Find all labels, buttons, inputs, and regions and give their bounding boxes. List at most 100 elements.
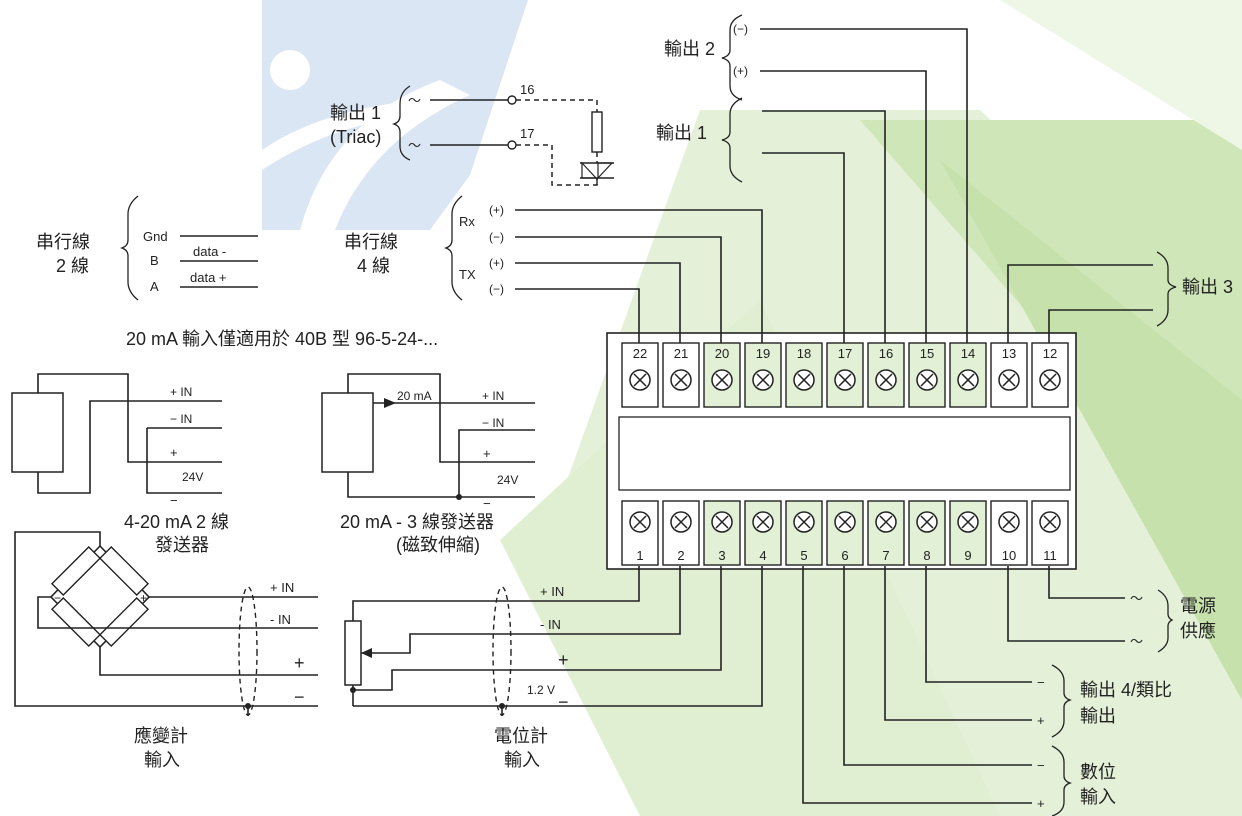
svg-text:−: − (1037, 758, 1045, 773)
output-3-label: 輸出 3 (1182, 277, 1233, 297)
note-20ma: 20 mA 輸入僅適用於 40B 型 96-5-24-... (126, 329, 438, 349)
terminal-number: 2 (677, 548, 684, 563)
output-2-plus: (+) (733, 64, 748, 78)
screw-icon (875, 511, 897, 533)
resistor-icon (591, 111, 603, 153)
terminal-21[interactable]: 21 (662, 342, 700, 408)
terminal-7[interactable]: 7 (867, 500, 905, 566)
terminal-13[interactable]: 13 (990, 342, 1028, 408)
t2-in-minus: − IN (170, 412, 192, 426)
terminal-19[interactable]: 19 (744, 342, 782, 408)
screw-icon (670, 511, 692, 533)
ac-symbol-icon: 〜 (408, 138, 421, 153)
triac-pin-16: 16 (520, 82, 534, 97)
output-2-minus: (−) (733, 22, 748, 36)
terminal-number: 20 (715, 346, 729, 361)
terminal-17[interactable]: 17 (826, 342, 864, 408)
terminal-number: 19 (756, 346, 770, 361)
ac-symbol-icon: 〜 (1130, 591, 1143, 606)
terminal-4[interactable]: 4 (744, 500, 782, 566)
serial2-title-line2: 2 線 (56, 256, 89, 276)
svg-text:−: − (1037, 675, 1045, 690)
strain-caption-line2: 輸入 (144, 750, 180, 770)
terminal-20[interactable]: 20 (703, 342, 741, 408)
terminal-15[interactable]: 15 (908, 342, 946, 408)
t3-20ma: 20 mA (397, 389, 432, 403)
terminal-14[interactable]: 14 (949, 342, 987, 408)
screw-icon (834, 511, 856, 533)
strain-caption-line1: 應變計 (134, 725, 188, 746)
screw-icon (875, 369, 897, 391)
output-2-label: 輸出 2 (664, 39, 715, 59)
terminal-10[interactable]: 10 (990, 500, 1028, 566)
t3-in-minus: − IN (482, 416, 504, 430)
transmitter-3-wire: 20 mA + IN − IN + 24V − 20 mA - 3 線發送器 (… (321, 373, 535, 555)
serial2-b: B (150, 253, 159, 268)
screw-icon (998, 511, 1020, 533)
screw-icon (752, 369, 774, 391)
t3-minus: − (483, 496, 491, 511)
pot-plus: + (558, 650, 569, 670)
screw-icon (629, 369, 651, 391)
serial2-a: A (150, 279, 159, 294)
terminal-18[interactable]: 18 (785, 342, 823, 408)
pot-caption-line2: 輸入 (504, 750, 540, 770)
terminal-number: 10 (1002, 548, 1016, 563)
terminal-number: 18 (797, 346, 811, 361)
terminal-number: 14 (961, 346, 975, 361)
terminal-16[interactable]: 16 (867, 342, 905, 408)
triac-label-line2: (Triac) (330, 127, 381, 147)
t3-caption-line2: (磁致伸縮) (396, 535, 480, 555)
terminal-number: 6 (841, 548, 848, 563)
terminal-6[interactable]: 6 (826, 500, 864, 566)
strain-gauge: − + + IN - IN + − 應變計 輸入 (14, 531, 318, 770)
triac-symbol-icon (580, 161, 614, 185)
terminal-22[interactable]: 22 (621, 342, 659, 408)
serial2-data-minus: data - (193, 244, 226, 259)
transmitter-box (321, 392, 374, 473)
power-label-line1: 電源 (1180, 596, 1216, 616)
terminal-8[interactable]: 8 (908, 500, 946, 566)
terminal-number: 1 (636, 548, 643, 563)
t2-24v: 24V (182, 470, 203, 484)
svg-text:+: + (1037, 713, 1045, 728)
terminal-number: 9 (964, 548, 971, 563)
output-1: 輸出 1 (656, 97, 886, 343)
ac-symbol-icon: 〜 (408, 93, 421, 108)
terminal-3[interactable]: 3 (703, 500, 741, 566)
svg-text:−: − (54, 591, 61, 605)
output-3: 輸出 3 (1007, 251, 1233, 343)
serial4-tx-minus: (−) (489, 282, 504, 296)
t3-in-plus: + IN (482, 389, 504, 403)
screw-icon (957, 369, 979, 391)
ac-symbol-icon: 〜 (1130, 634, 1143, 649)
output-4-analog: − + 輸出 4/類比 輸出 (884, 566, 1172, 738)
strain-bridge-icon: − + (49, 545, 151, 649)
potentiometer-icon (344, 620, 362, 686)
strain-minus: − (294, 687, 305, 707)
terminal-1[interactable]: 1 (621, 500, 659, 566)
output-1-label: 輸出 1 (656, 123, 707, 143)
screw-icon (711, 511, 733, 533)
terminal-5[interactable]: 5 (785, 500, 823, 566)
terminal-number: 22 (633, 346, 647, 361)
terminal-9[interactable]: 9 (949, 500, 987, 566)
screw-icon (670, 369, 692, 391)
output-1-triac: 輸出 1 (Triac) 〜 〜 16 17 (330, 82, 614, 186)
logo-watermark (262, 0, 528, 230)
terminal-2[interactable]: 2 (662, 500, 700, 566)
terminal-number: 12 (1043, 346, 1057, 361)
serial4-rx: Rx (459, 214, 475, 229)
strain-plus: + (294, 653, 305, 673)
screw-icon (752, 511, 774, 533)
terminal-11[interactable]: 11 (1031, 500, 1069, 566)
terminal-number: 16 (879, 346, 893, 361)
t2-caption-line2: 發送器 (155, 535, 209, 555)
screw-icon (998, 369, 1020, 391)
serial4-tx: TX (459, 267, 476, 282)
terminal-number: 7 (882, 548, 889, 563)
transmitter-2-wire: + IN − IN + 24V − 4-20 mA 2 線 發送器 (11, 373, 229, 555)
terminal-12[interactable]: 12 (1031, 342, 1069, 408)
